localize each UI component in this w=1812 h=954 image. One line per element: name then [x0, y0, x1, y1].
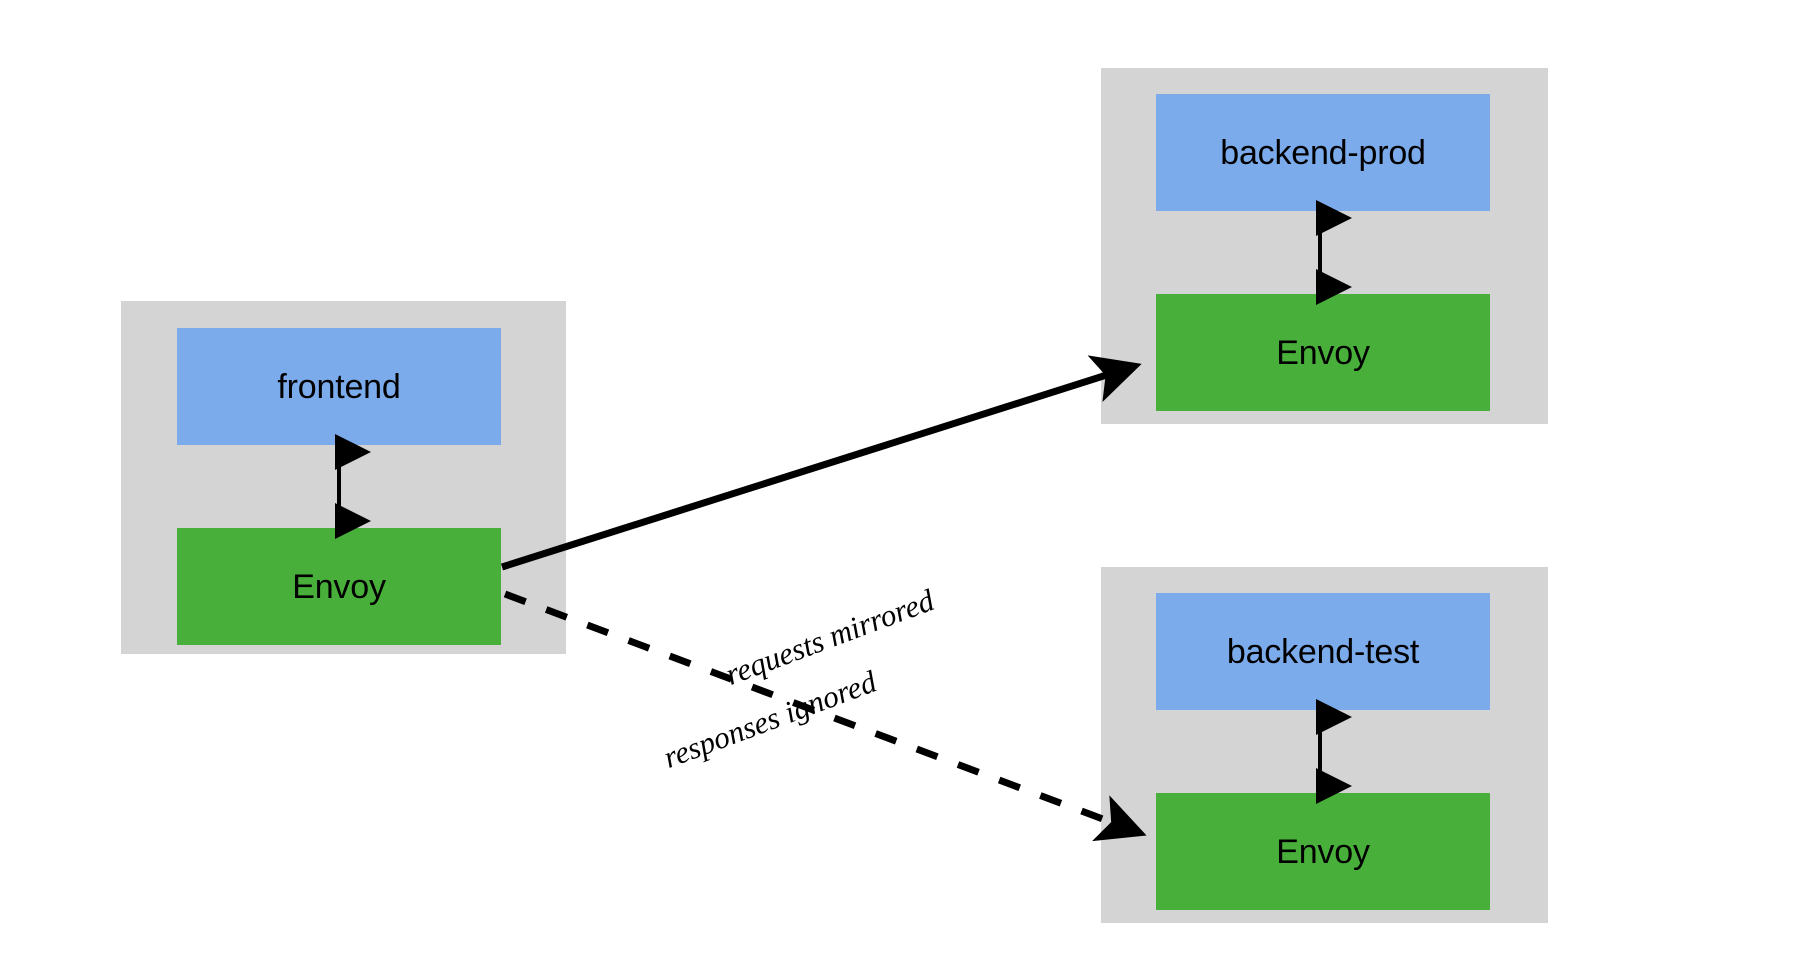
edge-label-requests-mirrored: requests mirrored: [720, 582, 939, 692]
node-backend-test-envoy[interactable]: Envoy: [1156, 793, 1490, 910]
node-frontend-envoy[interactable]: Envoy: [177, 528, 501, 645]
node-frontend[interactable]: frontend: [177, 328, 501, 445]
edge-primary-traffic: [500, 355, 1142, 571]
node-backend-test-label: backend-test: [1226, 632, 1420, 671]
node-backend-test-envoy-label: Envoy: [1276, 832, 1370, 871]
edge-label-responses-ignored: responses ignored: [658, 663, 881, 775]
node-backend-prod-envoy-label: Envoy: [1276, 333, 1370, 372]
node-backend-prod[interactable]: backend-prod: [1156, 94, 1490, 211]
node-backend-test[interactable]: backend-test: [1156, 593, 1490, 710]
node-frontend-label: frontend: [277, 367, 401, 406]
node-backend-prod-envoy[interactable]: Envoy: [1156, 294, 1490, 411]
node-frontend-envoy-label: Envoy: [292, 567, 386, 606]
node-backend-prod-label: backend-prod: [1220, 133, 1426, 172]
